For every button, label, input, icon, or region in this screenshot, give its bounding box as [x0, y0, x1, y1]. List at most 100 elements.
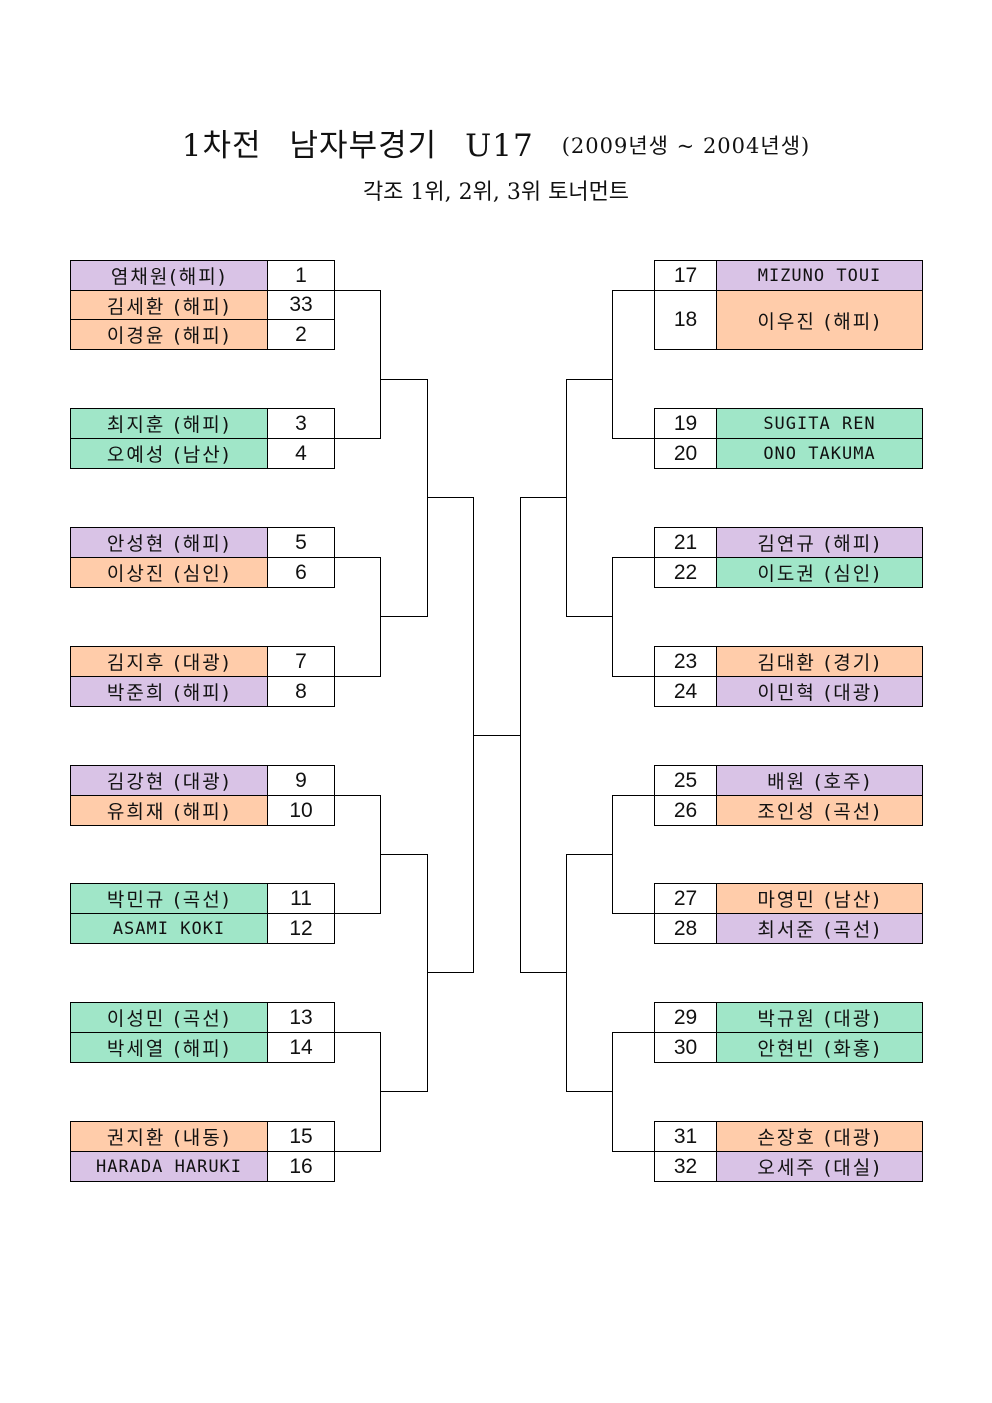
bracket-connector: [566, 616, 613, 617]
bracket-connector: [333, 676, 381, 677]
seed-number: 33: [268, 291, 334, 319]
player-row: 이경윤 (해피)2: [70, 319, 335, 350]
bracket-connector: [566, 854, 613, 855]
player-name: 최지훈 (해피): [71, 409, 268, 438]
player-row: 오예성 (남산)4: [70, 438, 335, 469]
bracket-connector: [612, 1032, 655, 1033]
player-name: 이도권 (심인): [717, 558, 922, 587]
bracket-connector: [380, 290, 381, 439]
player-row: 김지후 (대광)7: [70, 646, 335, 677]
seed-number: 5: [268, 528, 334, 557]
bracket-connector: [566, 1091, 613, 1092]
bracket-connector: [380, 1032, 381, 1152]
player-row: 권지환 (내동)15: [70, 1121, 335, 1152]
bracket-connector: [380, 1091, 427, 1092]
player-name: HARADA HARUKI: [71, 1152, 268, 1181]
seed-number: 18: [655, 291, 717, 349]
player-name: 김세환 (해피): [71, 291, 268, 319]
bracket-connector: [427, 854, 428, 1092]
player-name: 김지후 (대광): [71, 647, 268, 676]
player-name: 박준희 (해피): [71, 677, 268, 706]
seed-number: 6: [268, 558, 334, 587]
seed-number: 21: [655, 528, 717, 557]
seed-number: 15: [268, 1122, 334, 1151]
seed-number: 7: [268, 647, 334, 676]
bracket-connector: [612, 676, 655, 677]
bracket-connector: [333, 438, 381, 439]
bracket-connector: [612, 290, 655, 291]
player-name: 이민혁 (대광): [717, 677, 922, 706]
bracket-connector: [333, 557, 381, 558]
bracket-connector: [520, 497, 567, 498]
player-name: 유희재 (해피): [71, 796, 268, 825]
title-age-group: U17: [465, 128, 534, 164]
seed-number: 22: [655, 558, 717, 587]
player-name: 김연규 (해피): [717, 528, 922, 557]
player-name: ASAMI KOKI: [71, 914, 268, 943]
bracket-connector: [612, 1032, 613, 1152]
seed-number: 20: [655, 439, 717, 468]
player-row: 박준희 (해피)8: [70, 676, 335, 707]
bracket-connector: [380, 557, 381, 677]
bracket-connector: [427, 497, 473, 498]
bracket-connector: [380, 379, 427, 380]
player-name: 배원 (호주): [717, 766, 922, 795]
page-subtitle: 각조 1위, 2위, 3위 토너먼트: [362, 180, 630, 205]
player-name: 이우진 (해피): [717, 291, 922, 349]
bracket-connector: [333, 290, 381, 291]
bracket-connector: [612, 290, 613, 439]
seed-number: 13: [268, 1003, 334, 1032]
seed-number: 19: [655, 409, 717, 438]
title-round: 1차전: [181, 128, 262, 164]
player-name: 오예성 (남산): [71, 439, 268, 468]
bracket-connector: [333, 913, 381, 914]
bracket-connector: [333, 1151, 381, 1152]
title-birth-range: (2009년생 ~ 2004년생): [561, 134, 811, 158]
seed-number: 32: [655, 1152, 717, 1181]
seed-number: 28: [655, 914, 717, 943]
seed-number: 10: [268, 796, 334, 825]
player-row: 박민규 (곡선)11: [70, 883, 335, 914]
seed-number: 17: [655, 261, 717, 290]
bracket-connector: [612, 557, 655, 558]
player-row: 유희재 (해피)10: [70, 795, 335, 826]
player-row: 박세열 (해피)14: [70, 1032, 335, 1063]
bracket-connector: [333, 795, 381, 796]
player-name: 권지환 (내동): [71, 1122, 268, 1151]
player-name: 안현빈 (화홍): [717, 1033, 922, 1062]
seed-number: 1: [268, 261, 334, 290]
seed-number: 31: [655, 1122, 717, 1151]
player-name: 이상진 (심인): [71, 558, 268, 587]
player-name: MIZUNO TOUI: [717, 261, 922, 290]
player-name: 마영민 (남산): [717, 884, 922, 913]
player-name: ONO TAKUMA: [717, 439, 922, 468]
bracket-connector: [520, 972, 567, 973]
bracket-connector: [612, 913, 655, 914]
player-name: 박세열 (해피): [71, 1033, 268, 1062]
seed-number: 2: [268, 320, 334, 349]
player-row: 염채원(해피)1: [70, 260, 335, 291]
player-row: 김강현 (대광)9: [70, 765, 335, 796]
seed-number: 14: [268, 1033, 334, 1062]
final-connector: [473, 735, 521, 736]
player-name: 염채원(해피): [71, 261, 268, 290]
player-name: 오세주 (대실): [717, 1152, 922, 1181]
bracket-connector: [380, 616, 427, 617]
bracket-connector: [380, 854, 427, 855]
player-name: SUGITA REN: [717, 409, 922, 438]
bracket-connector: [612, 557, 613, 677]
player-name: 손장호 (대광): [717, 1122, 922, 1151]
bracket-connector: [333, 1032, 381, 1033]
